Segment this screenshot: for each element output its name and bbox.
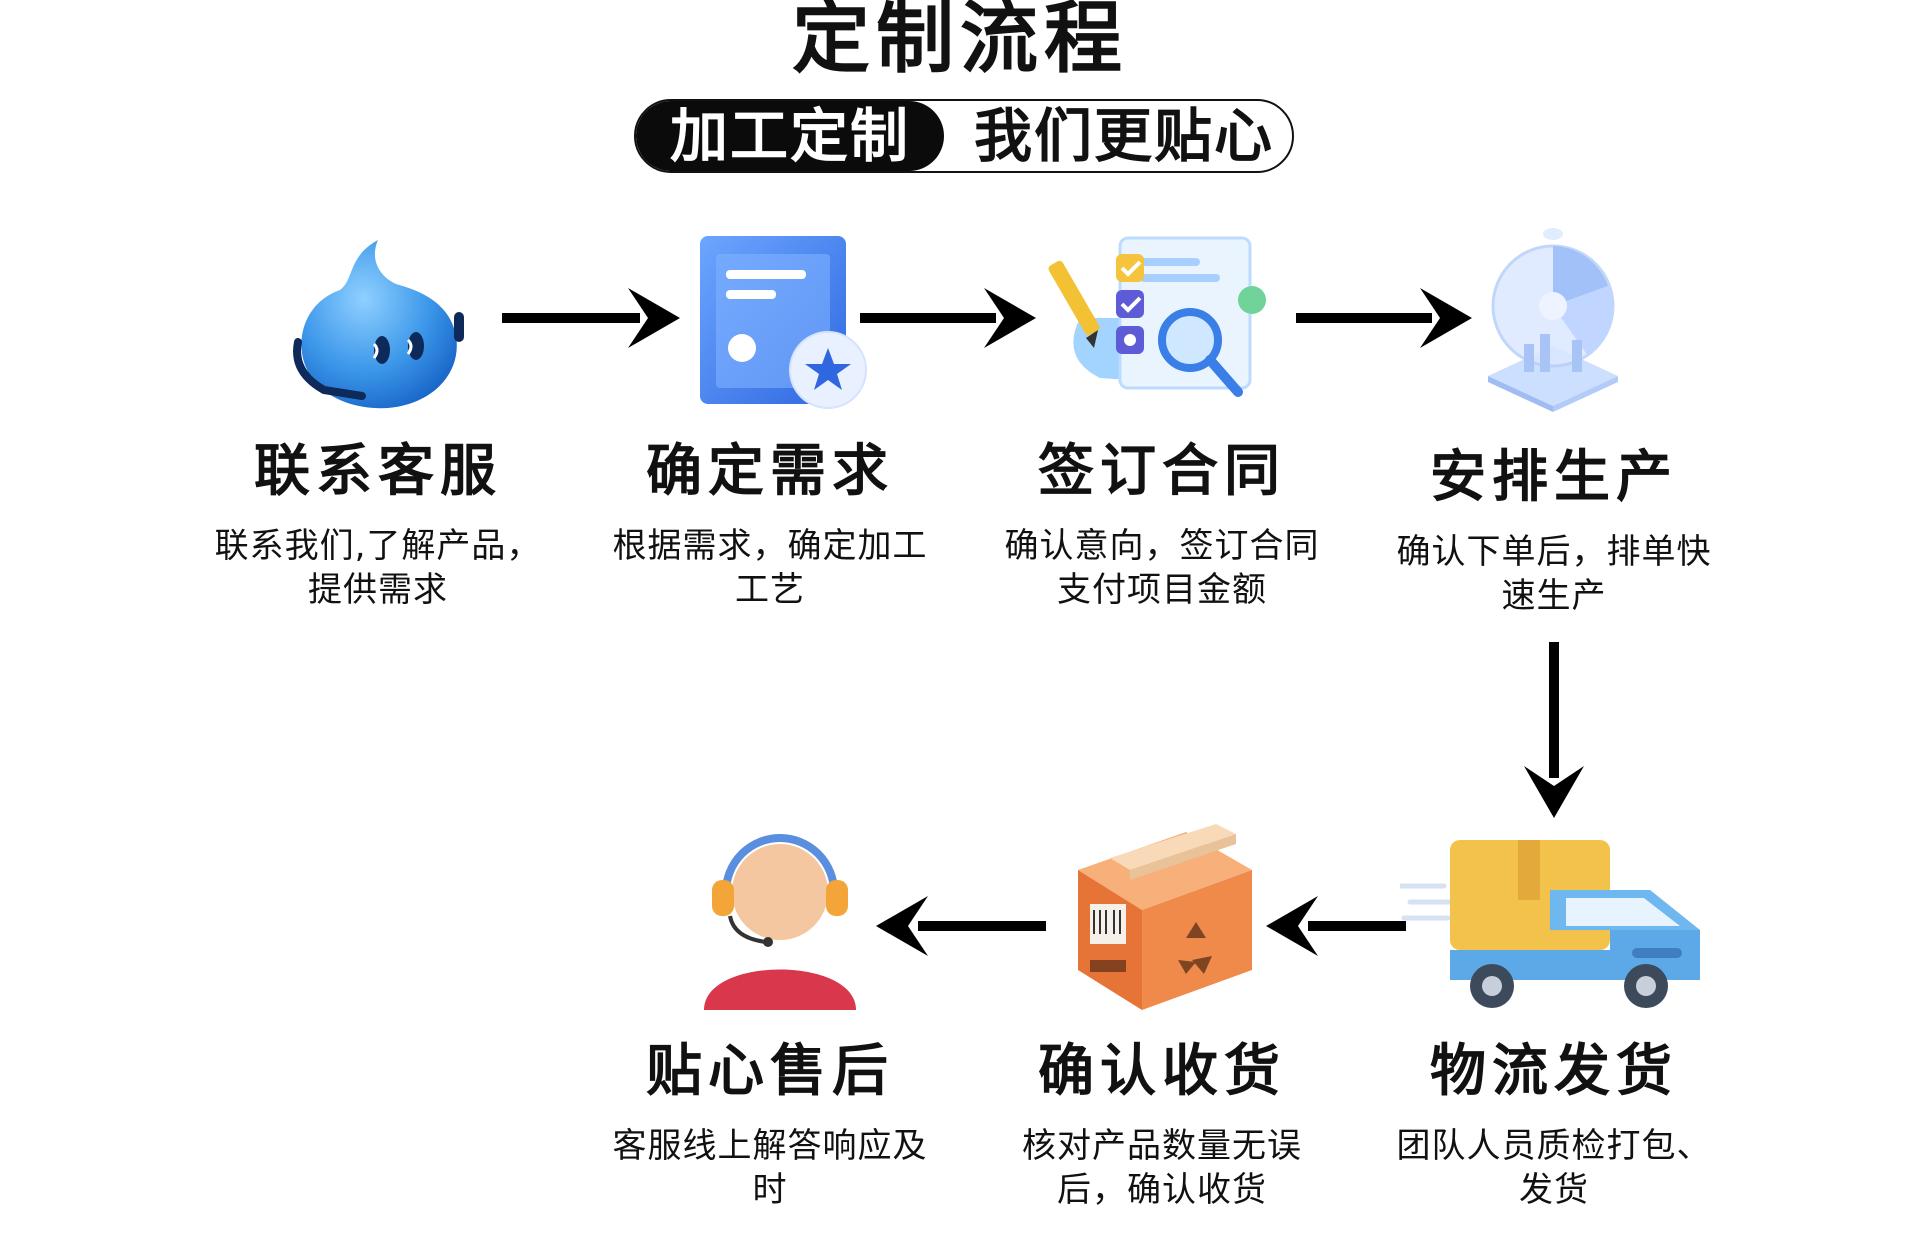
step-description: 团队人员质检打包、发货 — [1396, 1126, 1712, 1210]
arrow-4-5-head — [1524, 766, 1584, 818]
page-title: 定制流程 — [791, 0, 1128, 84]
step-arrange-production: 安排生产 确认下单后，排单快速生产 — [1374, 446, 1734, 618]
arrow-1-2-head — [628, 288, 680, 348]
step-logistics-shipping: 物流发货 团队人员质检打包、发货 — [1374, 1040, 1734, 1212]
step-title: 联系客服 — [254, 439, 502, 504]
pill-left-label: 加工定制 — [636, 101, 944, 171]
arrow-3-4-head — [1420, 288, 1472, 348]
arrow-5-6-head — [1266, 896, 1318, 956]
step-description: 确认意向，签订合同支付项目金额 — [1004, 526, 1320, 610]
step-confirm-receipt: 确认收货 核对产品数量无误后，确认收货 — [982, 1040, 1342, 1212]
step-title: 贴心售后 — [646, 1039, 894, 1104]
step-confirm-requirements: 确定需求 根据需求，确定加工工艺 — [590, 440, 950, 612]
step-description: 确认下单后，排单快速生产 — [1396, 532, 1712, 616]
step-sign-contract: 签订合同 确认意向，签订合同支付项目金额 — [982, 440, 1342, 612]
contract-checklist-icon — [1048, 236, 1266, 397]
arrow-6-7-head — [876, 896, 928, 956]
document-star-icon — [700, 236, 867, 409]
step-description: 联系我们,了解产品，提供需求 — [214, 526, 542, 610]
step-title: 物流发货 — [1430, 1039, 1678, 1104]
step-description: 根据需求，确定加工工艺 — [612, 526, 928, 610]
step-title: 签订合同 — [1038, 439, 1286, 504]
pill-right-label: 我们更贴心 — [973, 102, 1274, 170]
package-box-icon — [1078, 824, 1252, 1010]
arrow-2-3-head — [984, 288, 1036, 348]
step-title: 安排生产 — [1430, 445, 1678, 510]
step-title: 确认收货 — [1038, 1039, 1286, 1104]
step-title: 确定需求 — [646, 439, 894, 504]
step-after-sales: 贴心售后 客服线上解答响应及时 — [590, 1040, 950, 1212]
production-chart-icon — [1488, 228, 1618, 412]
slogan-pill: 加工定制 我们更贴心 — [634, 99, 1294, 173]
step-description: 客服线上解答响应及时 — [612, 1126, 928, 1210]
delivery-truck-icon — [1400, 840, 1700, 1008]
step-description: 核对产品数量无误后，确认收货 — [1022, 1126, 1302, 1210]
support-agent-icon — [704, 834, 856, 1010]
step-contact-service: 联系客服 联系我们,了解产品，提供需求 — [198, 440, 558, 612]
customer-service-drop-icon — [293, 240, 464, 409]
